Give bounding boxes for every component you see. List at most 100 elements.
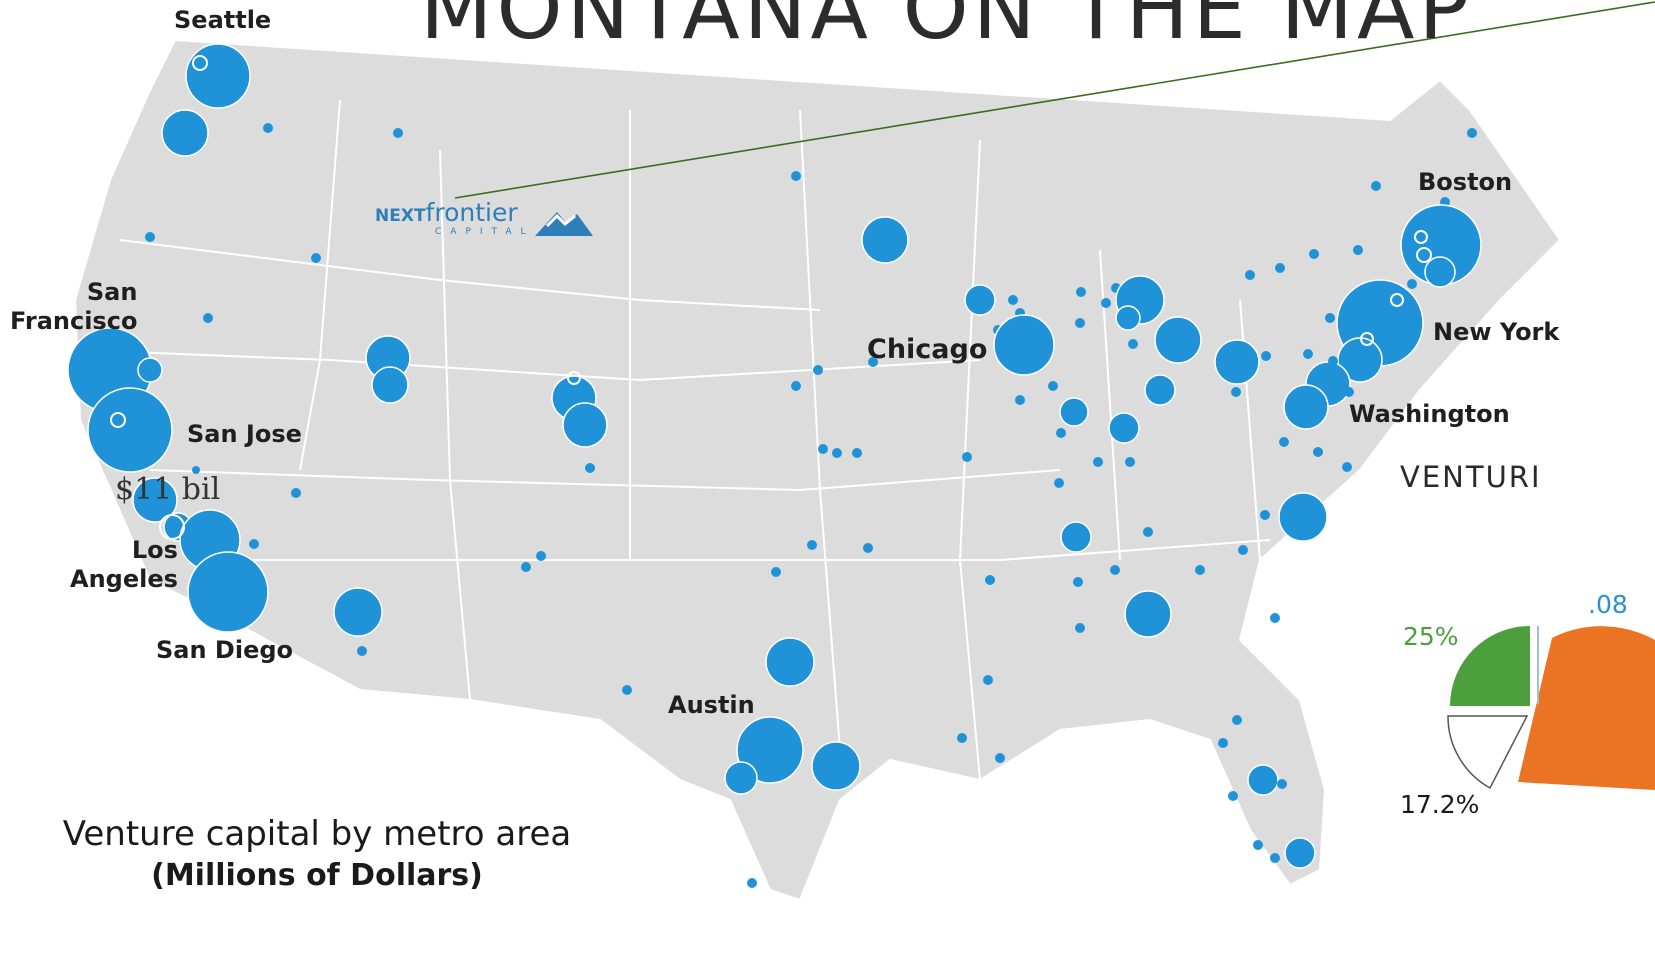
venture-bubble	[863, 543, 873, 553]
venture-bubble	[1059, 397, 1089, 427]
annotation-11-bil: $11 bil	[115, 472, 221, 507]
pie-slice-white	[1447, 715, 1529, 790]
venture-bubble	[962, 452, 972, 462]
venture-bubble	[1143, 527, 1153, 537]
pie-label-blue: .08	[1588, 590, 1628, 619]
venture-bubble	[993, 314, 1055, 376]
venture-bubble	[357, 646, 367, 656]
venture-bubble	[1015, 395, 1025, 405]
venture-bubble	[1228, 791, 1238, 801]
venture-bubble	[1278, 492, 1328, 542]
city-label-boston: Boston	[1418, 168, 1513, 196]
venture-bubble	[1238, 545, 1248, 555]
venture-bubble	[747, 878, 757, 888]
venture-bubble	[1073, 577, 1083, 587]
venture-bubble	[985, 575, 995, 585]
venture-bubble	[1344, 387, 1354, 397]
venture-bubble	[861, 216, 909, 264]
mountain-icon	[535, 212, 593, 236]
city-label-washington: Washington	[1349, 400, 1510, 428]
venture-bubble	[1008, 295, 1018, 305]
venture-bubble	[957, 733, 967, 743]
venture-bubble	[1056, 428, 1066, 438]
venture-bubble	[1195, 565, 1205, 575]
city-label-san-diego: San Diego	[156, 636, 294, 664]
map-caption: Venture capital by metro area (Millions …	[22, 812, 612, 895]
venture-bubble	[1342, 462, 1352, 472]
caption-line-1: Venture capital by metro area	[62, 814, 572, 854]
city-label-new-york: New York	[1433, 318, 1560, 346]
venture-bubble	[371, 366, 409, 404]
venture-bubble	[1048, 381, 1058, 391]
venture-bubble	[736, 716, 804, 784]
pie-slice-green	[1450, 626, 1530, 706]
venture-bubble	[1218, 738, 1228, 748]
venture-bubble	[192, 466, 200, 474]
venture-bubble	[1261, 351, 1271, 361]
venture-bubble	[1260, 510, 1270, 520]
venture-bubble	[791, 381, 801, 391]
city-label-san-jose: San Jose	[187, 420, 302, 448]
venture-bubble	[185, 43, 251, 109]
venture-bubble	[1371, 181, 1381, 191]
venture-bubbles	[67, 43, 1482, 888]
venture-bubble	[161, 109, 209, 157]
venture-bubble	[1075, 318, 1085, 328]
venture-bubble	[818, 444, 828, 454]
venture-bubble	[1283, 384, 1329, 430]
venture-bubble	[1313, 447, 1323, 457]
logo-text-bold: NEXT	[375, 206, 426, 226]
next-frontier-logo: NEXTfrontier CAPITAL	[375, 198, 593, 237]
city-label-san-francisco: San Francisco	[10, 278, 137, 336]
venture-bubble	[393, 128, 403, 138]
venture-bubble	[1247, 764, 1279, 796]
venture-bubble	[1124, 590, 1172, 638]
venture-bubble	[622, 685, 632, 695]
city-label-austin: Austin	[668, 691, 755, 719]
venture-bubble	[1328, 356, 1338, 366]
pie-label-white: 17.2%	[1400, 790, 1480, 819]
pie-label-green: 25%	[1403, 622, 1459, 651]
venture-bubble	[203, 313, 213, 323]
venture-bubble	[1353, 245, 1363, 255]
city-label-chicago: Chicago	[867, 334, 988, 365]
venture-bubble-ring	[1416, 247, 1432, 263]
venture-bubble	[1277, 779, 1287, 789]
venture-bubble	[1279, 437, 1289, 447]
venture-bubble	[791, 171, 801, 181]
venture-bubble	[1128, 339, 1138, 349]
venture-bubble	[585, 463, 595, 473]
venture-bubble	[1253, 840, 1263, 850]
venture-bubble	[1144, 374, 1176, 406]
venture-bubble	[1075, 623, 1085, 633]
venture-bubble	[137, 357, 163, 383]
venture-bubble	[562, 402, 608, 448]
slide-title: MONTANA ON THE MAP	[420, 0, 1474, 58]
logo-subtext: CAPITAL	[435, 227, 535, 237]
venture-bubble	[1214, 339, 1260, 385]
venture-bubble	[868, 357, 878, 367]
venture-bubble-ring	[1414, 230, 1428, 244]
venture-bubble	[263, 123, 273, 133]
venture-bubble	[1407, 279, 1417, 289]
venture-bubble	[1325, 313, 1335, 323]
venture-bubble	[1303, 349, 1313, 359]
venture-bubble	[983, 675, 993, 685]
venture-bubble	[1337, 337, 1383, 383]
venture-bubble	[724, 761, 758, 795]
venture-pie-chart	[1447, 626, 1655, 790]
venture-bubble	[811, 741, 861, 791]
venture-bubble	[536, 551, 546, 561]
venture-bubble	[1076, 287, 1086, 297]
venture-bubble	[1275, 263, 1285, 273]
venture-bubble	[765, 637, 815, 687]
venture-bubble	[1270, 853, 1280, 863]
city-label-los-angeles: Los Angeles	[70, 536, 178, 594]
venture-bubble	[1093, 457, 1103, 467]
venture-bubble-ring	[1390, 293, 1404, 307]
venture-bubble	[995, 753, 1005, 763]
venture-bubble	[1424, 256, 1456, 288]
venture-bubble	[311, 253, 321, 263]
